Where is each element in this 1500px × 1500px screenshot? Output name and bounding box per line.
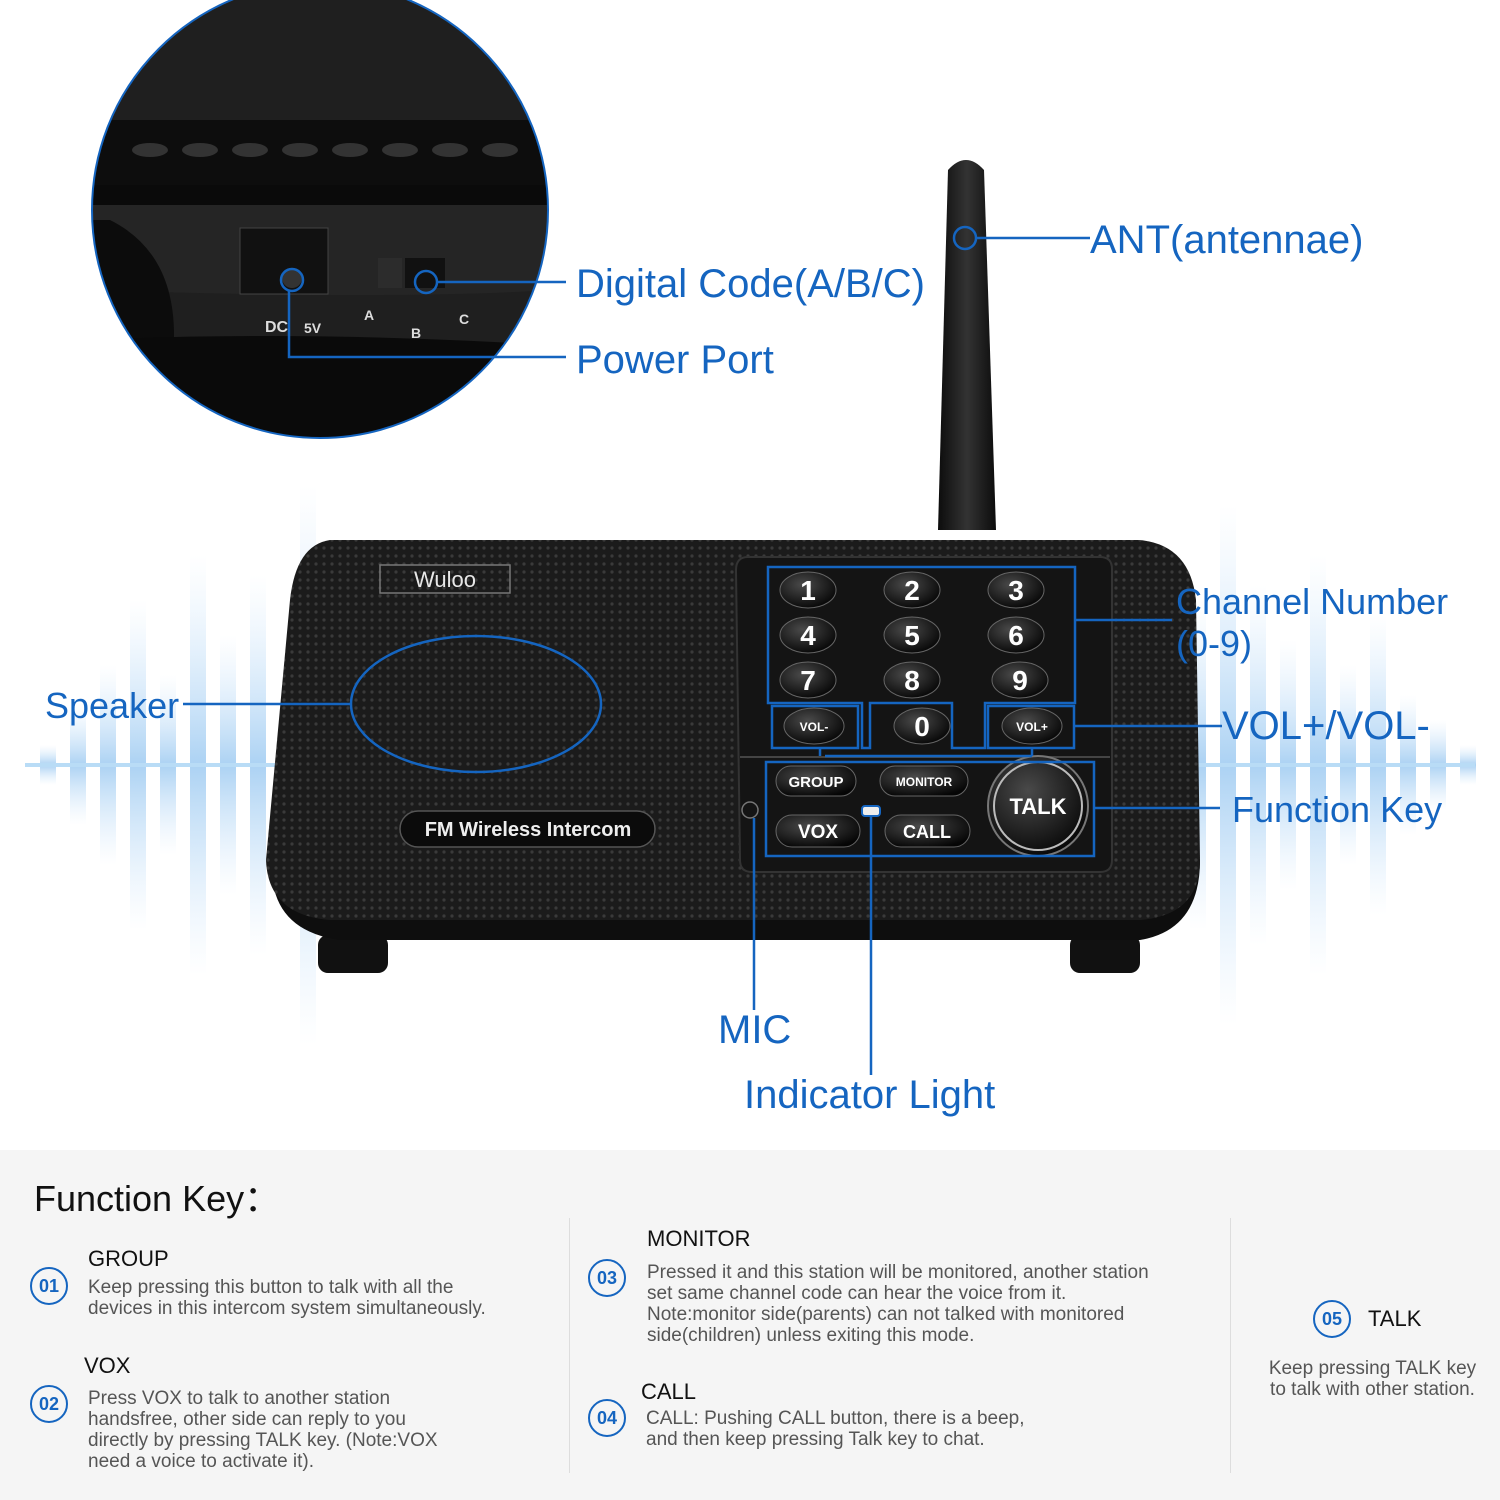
call-button-label: CALL	[903, 822, 951, 842]
callout-function-key: Function Key	[1232, 789, 1443, 830]
vol-minus-label: VOL-	[800, 720, 829, 734]
vol-plus-button[interactable]: VOL+	[1001, 707, 1063, 745]
item-number-05: 05	[1313, 1300, 1351, 1338]
callout-mic: MIC	[718, 1008, 792, 1052]
channel-key-1[interactable]: 1	[779, 571, 837, 609]
callout-channel-number: Channel Number (0-9)	[1176, 584, 1448, 662]
channel-key-5[interactable]: 5	[883, 616, 941, 654]
fm-badge	[399, 810, 656, 848]
item-title-vox: VOX	[84, 1353, 131, 1378]
channel-key-label: 7	[800, 665, 816, 696]
call-button[interactable]: CALL	[884, 814, 971, 848]
callout-antenna: ANT(antennae)	[1090, 218, 1364, 262]
item-number-01: 01	[30, 1267, 68, 1305]
item-desc-talk: Keep pressing TALK key to talk with othe…	[1268, 1358, 1477, 1400]
function-key-panel	[0, 1150, 1500, 1500]
mic-hole	[741, 801, 759, 819]
brand-plate	[379, 564, 511, 594]
talk-button[interactable]: TALK	[987, 755, 1089, 857]
channel-key-label: 6	[1008, 620, 1024, 651]
channel-key-8[interactable]: 8	[883, 661, 941, 699]
callout-lines	[183, 225, 1222, 1075]
column-divider	[1230, 1218, 1231, 1473]
group-button[interactable]: GROUP	[775, 765, 857, 797]
fm-badge-label: FM Wireless Intercom	[425, 819, 632, 841]
channel-key-label: 1	[800, 575, 816, 606]
channel-key-label: 0	[914, 711, 930, 742]
code-b-label: B	[411, 325, 421, 341]
indicator-light	[861, 805, 881, 817]
channel-key-9[interactable]: 9	[991, 661, 1049, 699]
monitor-button-label: MONITOR	[896, 775, 953, 789]
channel-key-2[interactable]: 2	[883, 571, 941, 609]
item-desc-group: Keep pressing this button to talk with a…	[88, 1277, 486, 1319]
item-title-talk: TALK	[1368, 1306, 1422, 1331]
5v-label: 5V	[304, 320, 322, 336]
dc-label: DC	[265, 319, 289, 336]
device-foot-right	[1070, 935, 1140, 973]
channel-key-6[interactable]: 6	[987, 616, 1045, 654]
vox-button[interactable]: VOX	[775, 814, 861, 848]
item-desc-vox: Press VOX to talk to another station han…	[88, 1388, 438, 1472]
channel-key-label: 9	[1012, 665, 1028, 696]
monitor-button[interactable]: MONITOR	[879, 765, 969, 797]
code-c-label: C	[459, 311, 469, 327]
power-port-zoom: DC 5V A B C	[92, 0, 548, 438]
item-title-call: CALL	[641, 1379, 697, 1404]
code-a-label: A	[364, 307, 374, 323]
item-title-monitor: MONITOR	[647, 1226, 751, 1251]
vol-minus-button[interactable]: VOL-	[783, 707, 845, 745]
item-number-02: 02	[30, 1385, 68, 1423]
callout-channel-number-line1: Channel Number	[1176, 581, 1449, 622]
channel-key-label: 4	[800, 620, 816, 651]
column-divider	[569, 1218, 570, 1473]
item-desc-monitor: Pressed it and this station will be moni…	[647, 1262, 1149, 1346]
callout-digital-code: Digital Code(A/B/C)	[576, 262, 926, 306]
talk-button-label: TALK	[1009, 794, 1066, 819]
channel-key-label: 8	[904, 665, 920, 696]
device-foot-left	[318, 935, 388, 973]
channel-key-label: 5	[904, 620, 920, 651]
item-title-group: GROUP	[88, 1246, 169, 1271]
item-number-03: 03	[588, 1259, 626, 1297]
callout-power-port: Power Port	[576, 338, 774, 382]
channel-key-4[interactable]: 4	[779, 616, 837, 654]
vox-button-label: VOX	[798, 822, 838, 843]
brand-label: Wuloo	[414, 567, 476, 592]
item-desc-call: CALL: Pushing CALL button, there is a be…	[646, 1408, 1025, 1450]
callout-speaker: Speaker	[45, 685, 180, 726]
callout-vol: VOL+/VOL-	[1222, 704, 1430, 748]
group-button-label: GROUP	[788, 774, 843, 791]
channel-keypad[interactable]: 1 2 3 4 5 6 7 8 9 0	[779, 571, 1049, 745]
channel-key-0[interactable]: 0	[893, 707, 951, 745]
channel-key-7[interactable]: 7	[779, 661, 837, 699]
channel-key-label: 3	[1008, 575, 1024, 606]
intercom-device: Wuloo FM Wireless Intercom 1 2 3 4 5 6 7 8 9 0 VO…	[91, 0, 1222, 1075]
callout-channel-number-line2: (0-9)	[1176, 623, 1253, 664]
vol-plus-label: VOL+	[1016, 720, 1048, 734]
function-key-title: Function Key：	[34, 1178, 281, 1219]
item-number-04: 04	[588, 1399, 626, 1437]
channel-key-label: 2	[904, 575, 920, 606]
channel-key-3[interactable]: 3	[987, 571, 1045, 609]
antenna	[938, 160, 996, 530]
callout-indicator-light: Indicator Light	[744, 1073, 996, 1117]
product-illustration: Wuloo FM Wireless Intercom 1 2 3 4 5 6 7 8 9 0 VO…	[25, 0, 1476, 1117]
